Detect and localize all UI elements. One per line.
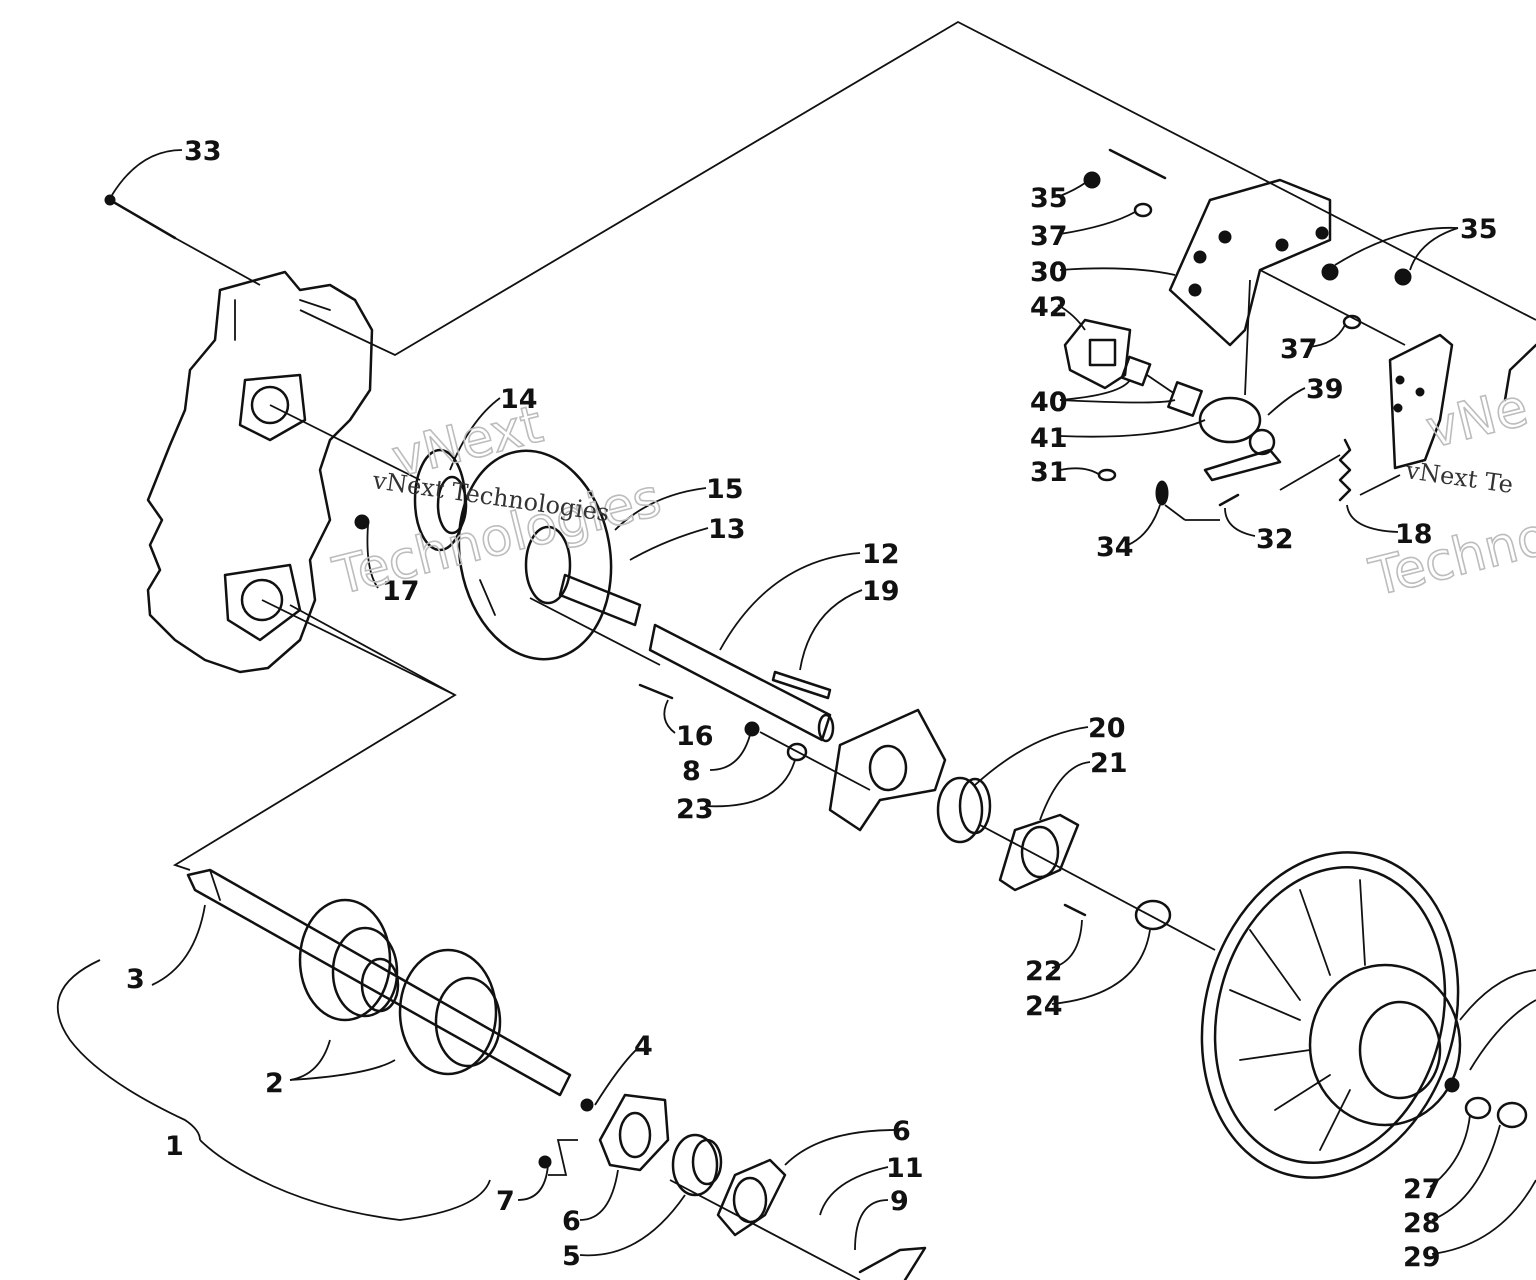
- callout-11: 11: [886, 1153, 924, 1184]
- callout-42: 42: [1030, 292, 1068, 323]
- callout-30: 30: [1030, 257, 1068, 288]
- drive-shaft-3: [186, 868, 572, 1097]
- callout-12: 12: [862, 539, 900, 570]
- callout-21: 21: [1090, 748, 1128, 779]
- pin-31: [1097, 468, 1117, 482]
- lower-bearing-assembly: [538, 1093, 927, 1280]
- callout-35a: 35: [1030, 183, 1068, 214]
- callout-18: 18: [1395, 519, 1433, 550]
- key-19: [771, 670, 832, 700]
- spring-18: [1338, 438, 1352, 502]
- driven-clutch: [1200, 851, 1528, 1179]
- callout-9: 9: [890, 1186, 909, 1217]
- spacer-37-right: [1342, 314, 1362, 330]
- upper-shaft-axis: [269, 404, 421, 481]
- callout-4: 4: [634, 1031, 653, 1062]
- watermark-right-inline: vNext Te: [1403, 456, 1515, 499]
- bearing-20: [936, 776, 992, 844]
- brake-disc: [457, 449, 613, 661]
- callout-14: 14: [500, 384, 538, 415]
- callout-6b: 6: [892, 1116, 911, 1147]
- callout-23: 23: [676, 794, 714, 825]
- switch-42: [1063, 318, 1132, 390]
- bolt-33: [104, 194, 261, 286]
- callout-37a: 37: [1030, 221, 1068, 252]
- callout-20: 20: [1088, 713, 1126, 744]
- bracket-30: [1108, 148, 1406, 396]
- pin-32: [1218, 493, 1240, 507]
- callout-40: 40: [1030, 387, 1068, 418]
- watermark-right-line2: Techno: [1364, 506, 1536, 608]
- flange-21: [998, 813, 1080, 892]
- callout-28: 28: [1403, 1208, 1441, 1239]
- drive-sprockets-2: [298, 898, 502, 1076]
- callout-7: 7: [496, 1186, 515, 1217]
- actuator-39: [1198, 396, 1282, 482]
- watermark-right-line1: vNe: [1420, 378, 1533, 461]
- washer-24: [1134, 899, 1172, 931]
- callout-37b: 37: [1280, 334, 1318, 365]
- callout-5: 5: [562, 1241, 581, 1272]
- callout-16: 16: [676, 721, 714, 752]
- callout-27: 27: [1403, 1174, 1441, 1205]
- callout-41: 41: [1030, 423, 1068, 454]
- bearing-flange-plate: [744, 708, 947, 832]
- nut-35-right-a: [1321, 263, 1339, 281]
- bolt-22: [1063, 903, 1087, 917]
- cable-40: [1120, 355, 1203, 417]
- callout-labels: 1 2 3 4 5 6 6 7 8 9 11 12 13 14 15 16 17…: [126, 136, 1498, 1273]
- nut-35-right-b: [1394, 268, 1412, 286]
- callout-34: 34: [1096, 532, 1134, 563]
- callout-15: 15: [706, 474, 744, 505]
- callout-17: 17: [382, 576, 420, 607]
- bracket-right: [1388, 333, 1536, 470]
- callout-leaders: [56, 149, 1536, 1257]
- assembly-outline-lower: [172, 604, 457, 871]
- callout-6a: 6: [562, 1206, 581, 1237]
- callout-19: 19: [862, 576, 900, 607]
- callout-24: 24: [1025, 991, 1063, 1022]
- chaincase-housing: [146, 270, 374, 674]
- callout-22: 22: [1025, 956, 1063, 987]
- callout-31: 31: [1030, 457, 1068, 488]
- nut-35-left: [1083, 171, 1101, 189]
- jackshaft-axis: [979, 824, 1216, 951]
- spring-link: [1279, 454, 1341, 491]
- callout-35b: 35: [1460, 214, 1498, 245]
- callout-2: 2: [265, 1068, 284, 1099]
- callout-33: 33: [184, 136, 222, 167]
- callout-32: 32: [1256, 524, 1294, 555]
- callout-1: 1: [165, 1131, 184, 1162]
- spacer-37-left: [1133, 202, 1153, 218]
- jackshaft-12: [529, 573, 835, 743]
- lower-shaft-axis: [261, 599, 456, 696]
- assembly-outline: [299, 20, 1536, 357]
- callout-13: 13: [708, 514, 746, 545]
- callout-39: 39: [1306, 374, 1344, 405]
- clip-34: [1155, 480, 1169, 506]
- callout-3: 3: [126, 964, 145, 995]
- callout-29: 29: [1403, 1242, 1441, 1273]
- callout-8: 8: [682, 756, 701, 787]
